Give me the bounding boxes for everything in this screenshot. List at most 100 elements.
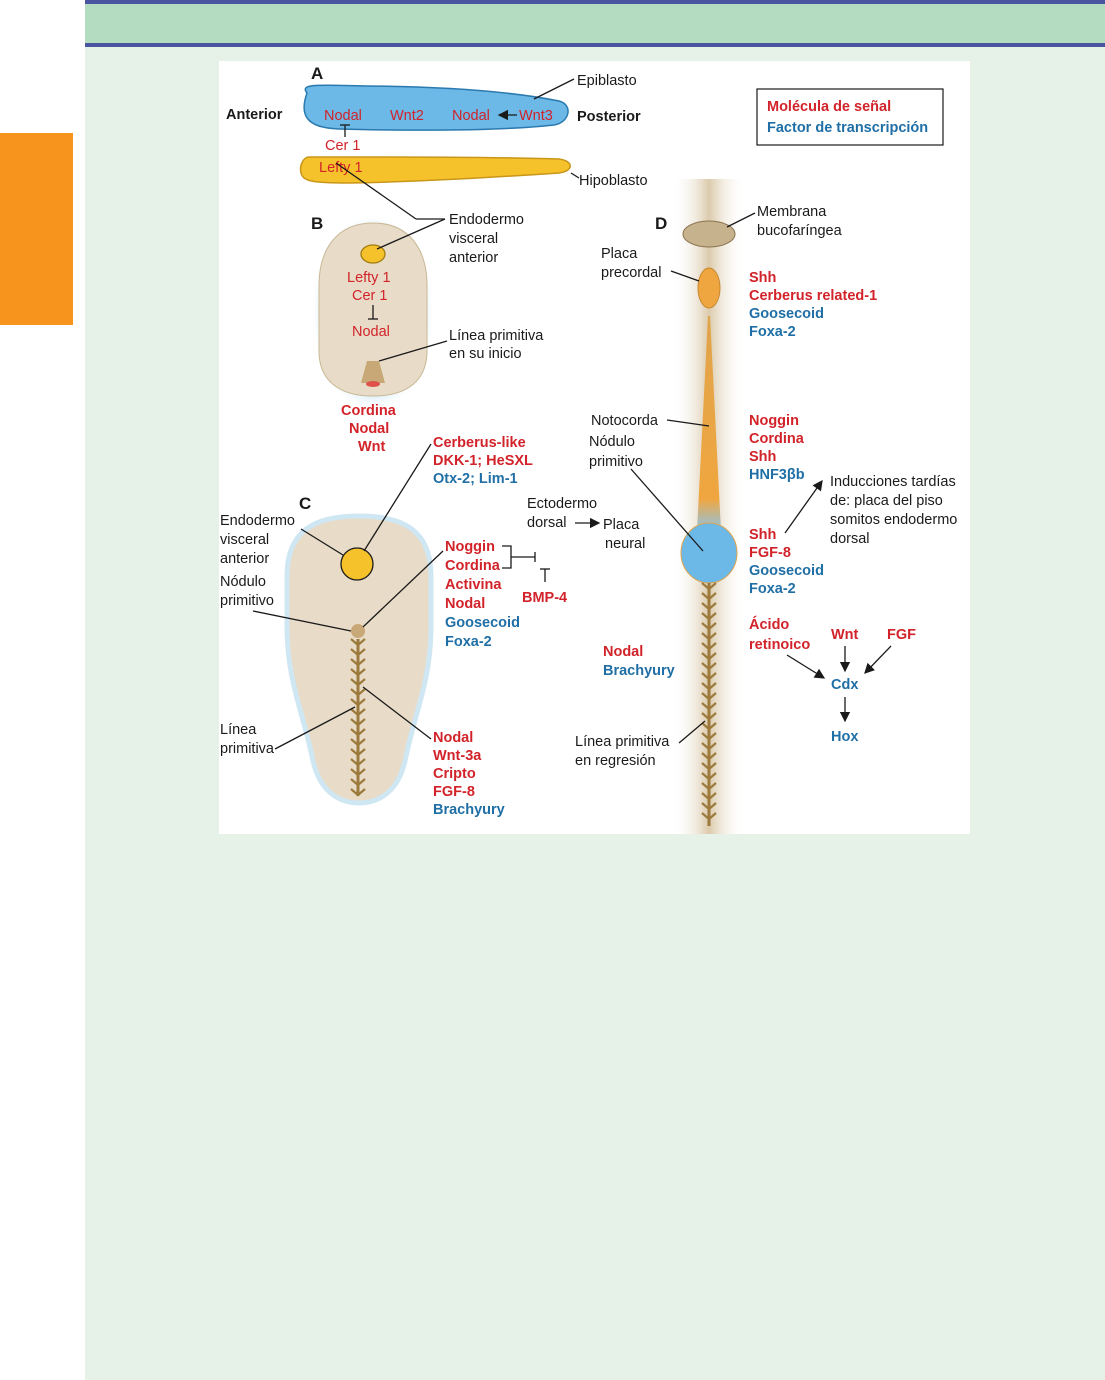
d-ra-2: retinoico (749, 637, 810, 653)
panel-d-letter: D (655, 214, 667, 233)
streak-segment (701, 672, 717, 681)
c-dkk1: DKK-1; HeSXL (433, 453, 533, 469)
b-ave-label-1: Endodermo (449, 212, 524, 228)
d-membrane-leader (726, 212, 756, 228)
b-ave-leader-c (376, 218, 446, 250)
c-streak-wnt3a: Wnt-3a (433, 748, 482, 764)
b-streak-label-2: en su inicio (449, 346, 522, 362)
epiblast-label: Epiblasto (577, 73, 637, 89)
streak-segment (701, 652, 717, 661)
c-cerberus: Cerberus-like (433, 435, 526, 451)
c-ectoderm-1: Ectodermo (527, 496, 597, 512)
b-early-streak (361, 361, 385, 383)
b-ave-leader-a (335, 162, 417, 220)
c-ave-leader (300, 528, 344, 556)
panel-c-letter: C (299, 494, 311, 513)
chapter-side-tab (0, 133, 73, 325)
streak-segment (701, 602, 717, 611)
d-noto-shh: Shh (749, 449, 776, 465)
streak-segment (701, 642, 717, 651)
d-node-2: primitivo (589, 454, 643, 470)
b-ave-label-3: anterior (449, 250, 498, 266)
b-wnt: Wnt (358, 439, 386, 455)
d-ra-arrow (786, 654, 826, 679)
c-streak-fgf8: FGF-8 (433, 784, 475, 800)
top-rule (85, 0, 1105, 4)
streak-segment (701, 752, 717, 761)
header-band (85, 4, 1105, 43)
embryo-c-node (351, 624, 365, 638)
hypoblast-leader (570, 172, 580, 179)
d-node-foxa2: Foxa-2 (749, 581, 796, 597)
c-activina: Activina (445, 577, 502, 593)
d-hox: Hox (831, 729, 858, 745)
streak-segment (701, 712, 717, 721)
panel-b-letter: B (311, 214, 323, 233)
streak-segment (701, 632, 717, 641)
d-prechordal-leader (670, 270, 700, 282)
streak-segment (701, 812, 717, 821)
c-node-label-1: Nódulo (220, 574, 266, 590)
d-membrane-1: Membrana (757, 204, 827, 220)
d-streak-1: Línea primitiva (575, 734, 670, 750)
streak-segment (701, 582, 717, 591)
d-node-fgf8: FGF-8 (749, 545, 791, 561)
embryo-c-streak (350, 638, 366, 797)
panel-a-letter: A (311, 64, 323, 83)
streak-segment (701, 682, 717, 691)
c-noggin: Noggin (445, 539, 495, 555)
streak-segment (701, 782, 717, 791)
header-rule (85, 43, 1105, 47)
legend-signal: Molécula de señal (767, 99, 891, 115)
c-node-genes-leader (362, 550, 444, 628)
d-late-3: somitos endodermo (830, 512, 957, 528)
streak-segment (701, 792, 717, 801)
d-left-nodal: Nodal (603, 644, 643, 660)
c-ave-label-3: anterior (220, 551, 269, 567)
d-primitive-node (680, 522, 738, 584)
c-neural-1: Placa (603, 517, 640, 533)
d-notochord-label: Notocorda (591, 413, 659, 429)
buccopharyngeal-membrane (682, 220, 736, 248)
c-streak-nodal: Nodal (433, 730, 473, 746)
streak-segment (701, 592, 717, 601)
c-nodal: Nodal (445, 596, 485, 612)
d-node-goosecoid: Goosecoid (749, 563, 824, 579)
hypoblast-shape (299, 156, 571, 184)
c-ave-top-leader (363, 443, 432, 552)
d-noto-cordina: Cordina (749, 431, 805, 447)
streak-segment (350, 718, 366, 727)
streak-segment (701, 702, 717, 711)
epiblast-wnt2: Wnt2 (390, 108, 424, 124)
d-pre-shh: Shh (749, 270, 776, 286)
d-late-2: de: placa del piso (830, 493, 943, 509)
streak-segment (701, 802, 717, 811)
streak-segment (350, 728, 366, 737)
streak-segment (701, 662, 717, 671)
c-ectoderm-2: dorsal (527, 515, 567, 531)
d-pre-foxa2: Foxa-2 (749, 324, 796, 340)
streak-segment (701, 622, 717, 631)
embryo-d-streak (701, 582, 717, 826)
b-ave-label-2: visceral (449, 231, 498, 247)
c-streak-cripto: Cripto (433, 766, 476, 782)
d-wnt: Wnt (831, 627, 859, 643)
cer1-label: Cer 1 (325, 138, 360, 154)
b-streak-label-1: Línea primitiva (449, 328, 544, 344)
d-noto-hnf3: HNF3βb (749, 467, 805, 483)
c-otx2: Otx-2; Lim-1 (433, 471, 518, 487)
epiblast-nodal-2: Nodal (452, 108, 490, 124)
hypoblast-label: Hipoblasto (579, 173, 648, 189)
epiblast-wnt3: Wnt3 (519, 108, 553, 124)
streak-segment (350, 658, 366, 667)
legend-box (756, 88, 944, 146)
d-late-arrow (784, 479, 823, 534)
streak-segment (701, 722, 717, 731)
d-noto-noggin: Noggin (749, 413, 799, 429)
b-nodal: Nodal (352, 324, 390, 340)
streak-segment (350, 638, 366, 647)
d-pre-goosecoid: Goosecoid (749, 306, 824, 322)
d-notochord-leader (666, 419, 710, 427)
c-bracket (502, 545, 535, 569)
